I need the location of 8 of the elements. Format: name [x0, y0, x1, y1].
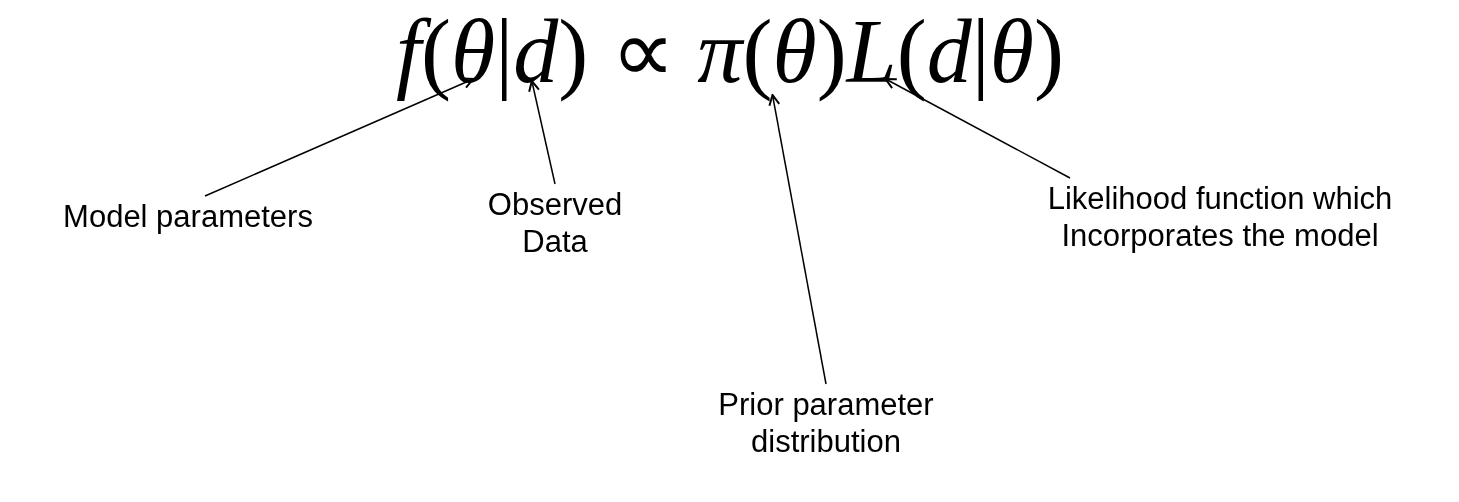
leader-line — [884, 78, 1071, 179]
leader-line — [768, 94, 827, 385]
annotation-text: Prior parameter distribution — [661, 386, 991, 460]
annotation-text: Observed Data — [455, 186, 655, 260]
bayes-formula: f(θ|d) ∝ π(θ)L(d|θ) — [396, 4, 1064, 100]
leader-line — [528, 80, 556, 185]
annotation-text: Model parameters — [38, 198, 338, 235]
annotation-text: Likelihood function which Incorporates the model — [980, 180, 1459, 254]
